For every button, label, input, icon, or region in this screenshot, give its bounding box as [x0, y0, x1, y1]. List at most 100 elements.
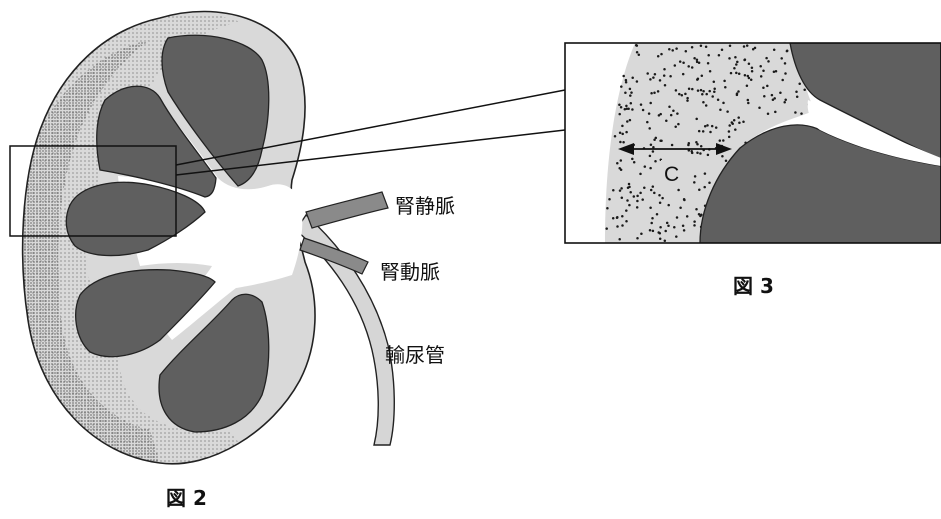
cortex-dot	[657, 90, 660, 93]
cortex-dot	[664, 84, 667, 87]
cortex-dot	[773, 97, 776, 100]
cortex-dot	[677, 123, 680, 126]
cortex-dot	[707, 154, 710, 157]
cortex-dot	[608, 198, 611, 201]
cortex-dot	[652, 76, 655, 79]
cortex-dot	[666, 222, 669, 225]
cortex-dot	[650, 189, 653, 192]
cortex-dot	[752, 48, 755, 51]
cortex-dot	[734, 128, 737, 131]
cortex-dot	[618, 104, 621, 107]
cortex-dot	[686, 97, 689, 100]
cortex-dot	[728, 57, 731, 60]
cortex-dot	[612, 189, 615, 192]
cortex-dot	[605, 227, 608, 230]
cortex-dot	[724, 86, 727, 89]
cortex-dot	[664, 239, 667, 242]
cortex-dot	[649, 155, 652, 158]
cortex-dot	[660, 53, 663, 56]
cortex-dot	[675, 235, 678, 238]
cortex-dot	[750, 78, 753, 81]
cortex-dot	[703, 186, 706, 189]
cortex-dot	[758, 106, 761, 109]
cortex-dot	[779, 91, 782, 94]
cortex-dot	[628, 204, 631, 207]
cortex-dot	[650, 222, 653, 225]
cortex-dot	[719, 139, 722, 142]
cortex-dot	[664, 230, 667, 233]
cortex-dot	[702, 101, 705, 104]
cortex-dot	[629, 119, 632, 122]
cortex-dot	[676, 216, 679, 219]
cortex-dot	[650, 92, 653, 95]
cortex-dot	[762, 70, 765, 73]
cortex-dot	[722, 102, 725, 105]
cortex-dot	[721, 155, 724, 158]
cortex-dot	[698, 130, 701, 133]
cortex-dot	[704, 125, 707, 128]
cortex-dot	[718, 54, 721, 57]
cortex-dot	[795, 91, 798, 94]
cortex-dot	[794, 111, 797, 114]
cortex-dot	[702, 130, 705, 133]
cortex-dot	[625, 131, 628, 134]
cortex-dot	[653, 92, 656, 95]
cortex-dot	[649, 229, 652, 232]
cortex-dot	[695, 208, 698, 211]
cortex-dot	[783, 101, 786, 104]
cortex-dot	[621, 125, 624, 128]
cortex-dot	[644, 165, 647, 168]
cortex-dot	[698, 189, 701, 192]
cortex-dot	[620, 187, 623, 190]
cortex-dot	[715, 126, 718, 129]
cortex-dot	[743, 45, 746, 48]
cortex-dot	[631, 158, 634, 161]
cortex-dot	[640, 103, 643, 106]
cortex-dot	[796, 96, 799, 99]
cortex-dot	[654, 73, 657, 76]
cortex-dot	[766, 85, 769, 88]
cortex-dot	[803, 89, 806, 92]
cortex-dot	[679, 60, 682, 63]
cortex-dot	[636, 51, 639, 54]
cortex-dot	[639, 173, 642, 176]
cortex-dot	[705, 93, 708, 96]
cortex-dot	[621, 215, 624, 218]
cortex-dot	[773, 49, 776, 52]
cortex-dot	[641, 198, 644, 201]
cortex-dot	[619, 131, 622, 134]
cortex-dot	[649, 167, 652, 170]
cortex-dot	[698, 213, 701, 216]
cortex-dot	[728, 136, 731, 139]
cortex-dot	[706, 124, 709, 127]
cortex-dot	[612, 217, 615, 220]
cortex-dot	[636, 237, 639, 240]
cortex-dot	[751, 70, 754, 73]
cortex-dot	[731, 121, 734, 124]
cortex-dot	[767, 113, 770, 116]
cortex-dot	[678, 93, 681, 96]
cortex-dot	[667, 225, 670, 228]
cortex-dot	[649, 207, 652, 210]
cortex-dot	[639, 192, 642, 195]
cortex-dot	[631, 77, 634, 80]
cortex-dot	[735, 72, 738, 75]
cortex-dot	[674, 64, 677, 67]
cortex-dot	[606, 207, 609, 210]
cortex-dot	[713, 80, 716, 83]
cortex-dot	[735, 63, 738, 66]
figure-3-zoom: C	[565, 43, 941, 243]
cortex-dot	[693, 220, 696, 223]
cortex-dot	[616, 225, 619, 228]
cortex-dot	[684, 93, 687, 96]
cortex-dot	[659, 202, 662, 205]
cortex-dot	[725, 159, 728, 162]
cortex-dot	[744, 58, 747, 61]
cortex-dot	[685, 50, 688, 53]
cortex-dot	[636, 200, 639, 203]
cortex-dot	[675, 89, 678, 92]
cortex-dot	[651, 217, 654, 220]
cortex-dot	[669, 75, 672, 78]
cortex-dot	[693, 224, 696, 227]
